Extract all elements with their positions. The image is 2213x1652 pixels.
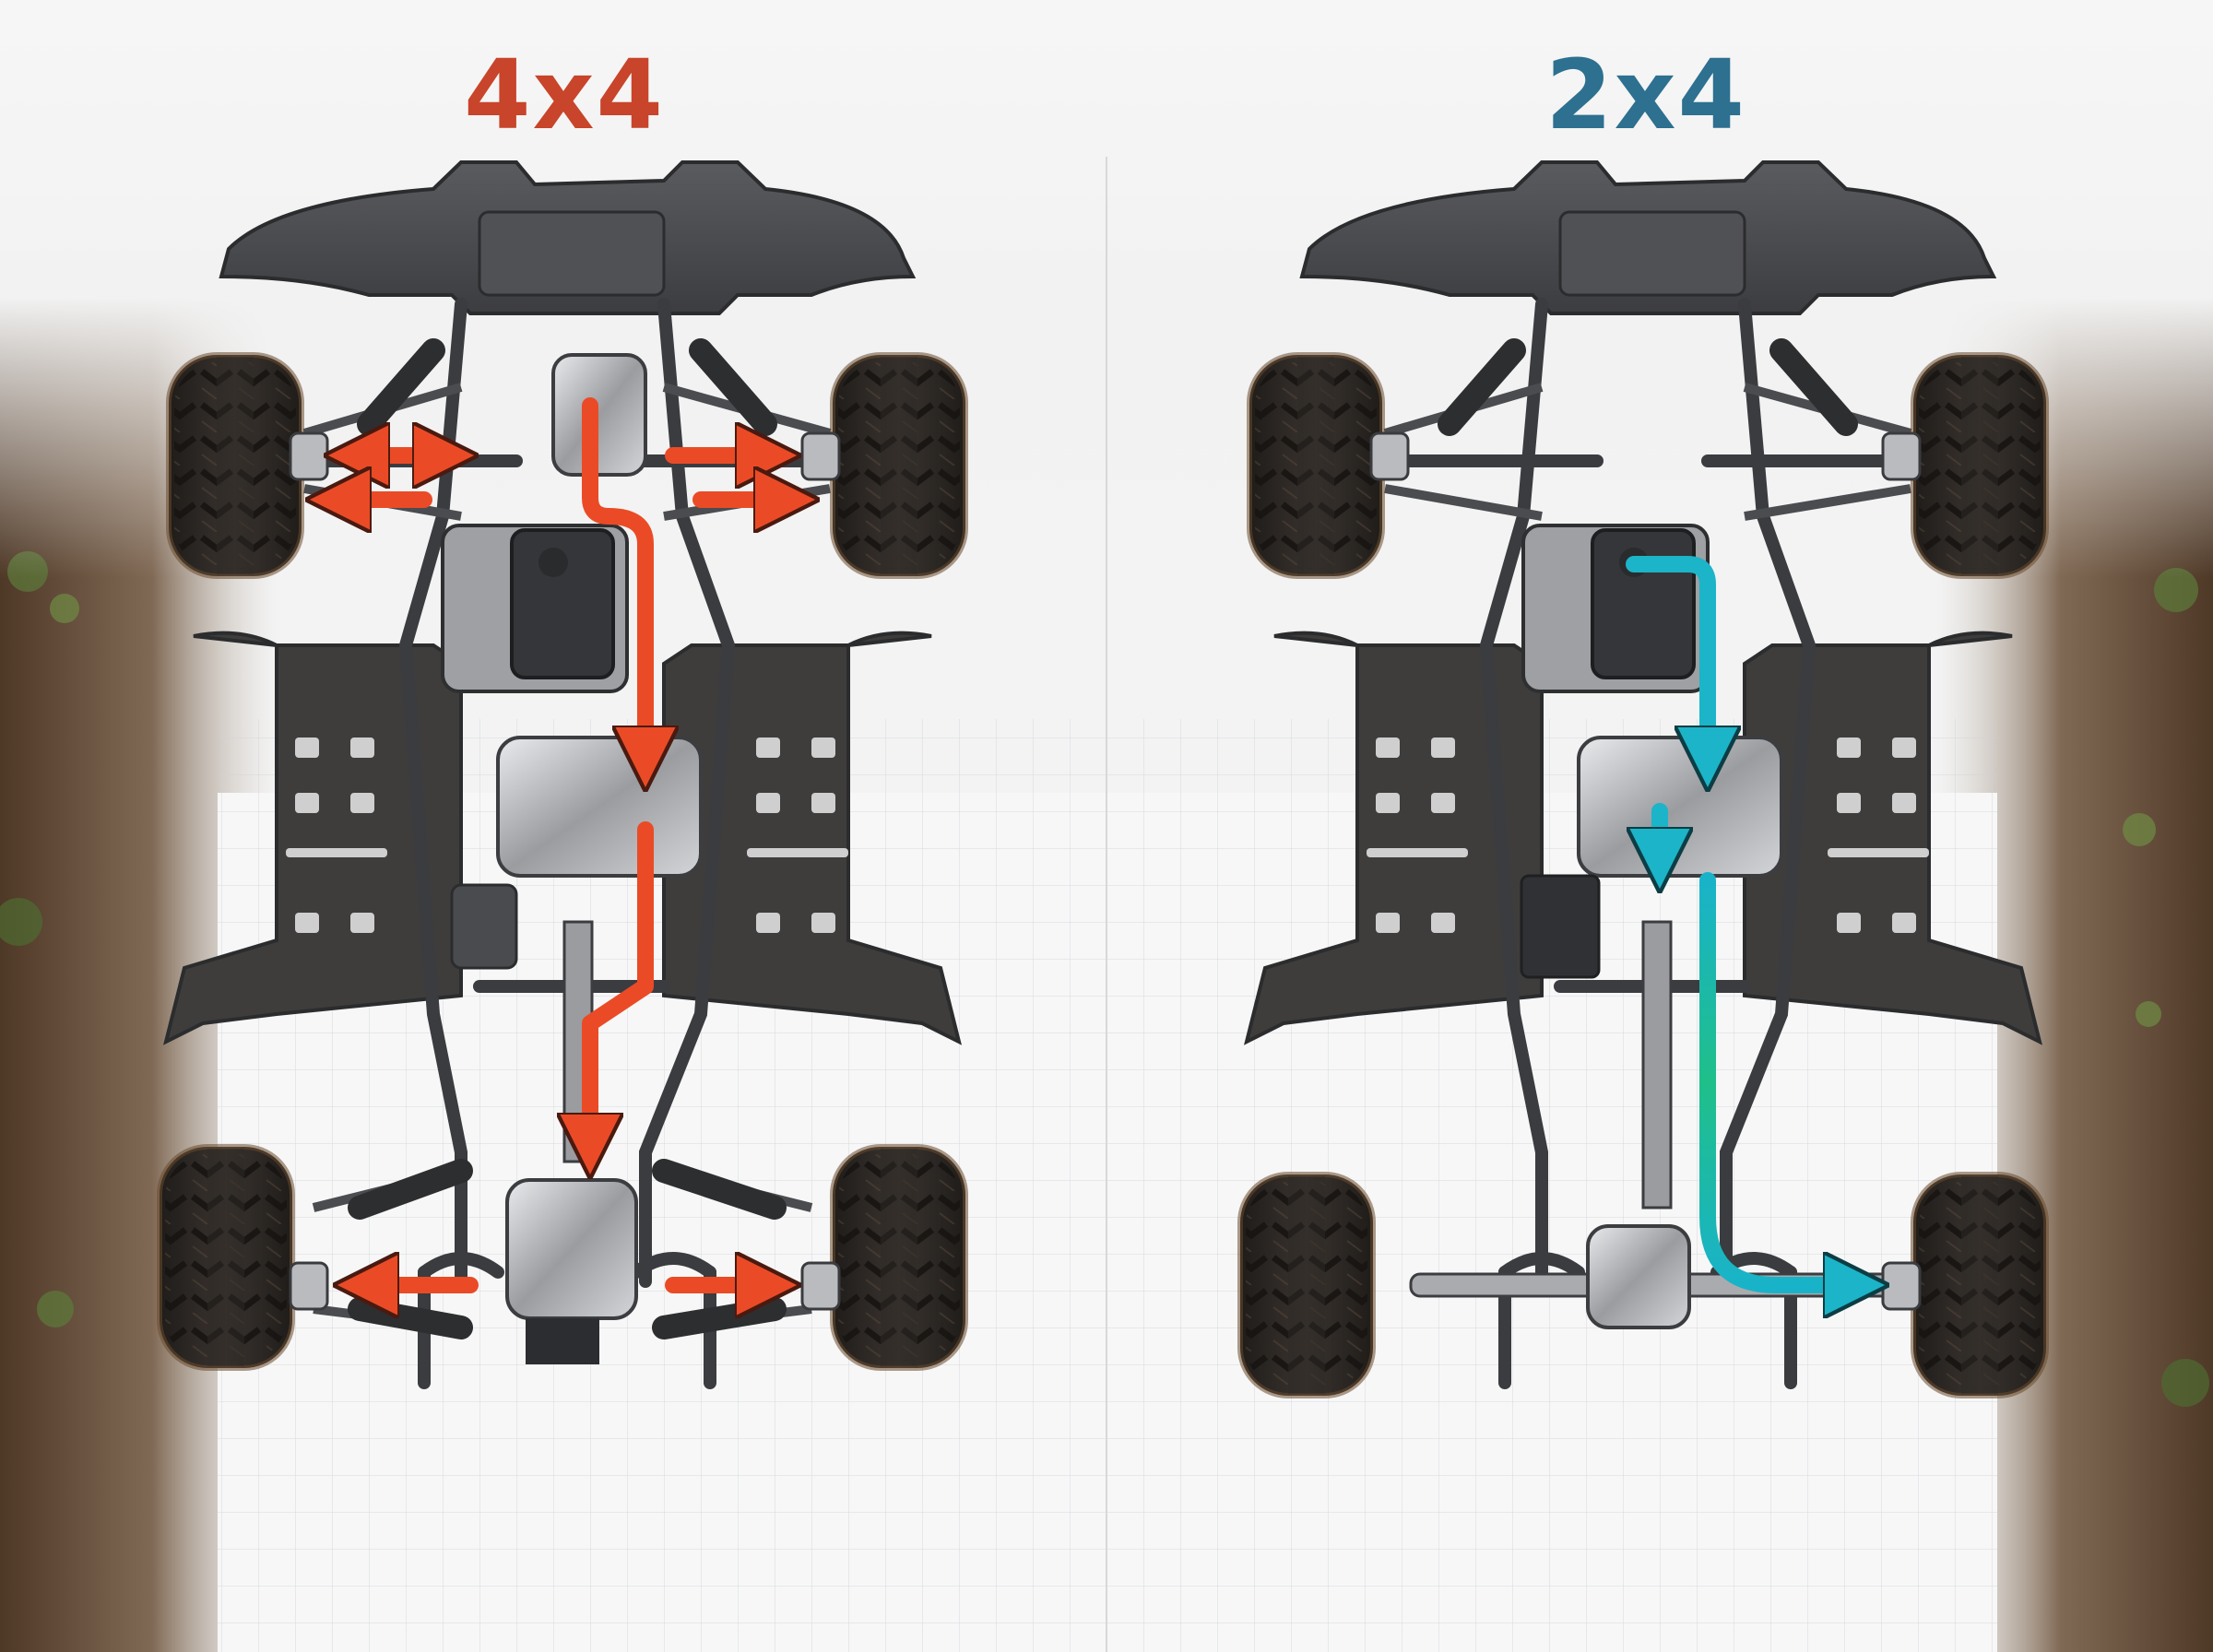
atv-chassis-2x4 bbox=[1240, 160, 2046, 1396]
tire-front-right-4x4 bbox=[833, 355, 965, 576]
tire-rear-left-2x4 bbox=[1240, 1174, 1373, 1396]
power-flow-arrow bbox=[1699, 872, 1863, 1285]
panel-title-2x4: 2x4 bbox=[1545, 39, 1746, 151]
front-differential-4x4 bbox=[551, 353, 647, 477]
power-flow-arrow bbox=[590, 821, 654, 1152]
rear-differential-2x4 bbox=[1586, 1224, 1691, 1329]
transmission-4x4 bbox=[496, 736, 703, 878]
transmission-2x4 bbox=[1577, 736, 1783, 878]
tire-rear-right-4x4 bbox=[833, 1147, 965, 1368]
tire-front-right-2x4 bbox=[1913, 355, 2046, 576]
tire-front-left-4x4 bbox=[169, 355, 302, 576]
power-flow-arrow bbox=[1626, 556, 1708, 765]
tire-rear-left-4x4 bbox=[160, 1147, 292, 1368]
tire-front-left-2x4 bbox=[1249, 355, 1382, 576]
power-flow-2x4 bbox=[1626, 556, 1863, 1285]
power-flow-4x4 bbox=[332, 397, 793, 1285]
power-flow-arrow bbox=[582, 397, 645, 765]
rear-differential-4x4 bbox=[505, 1178, 638, 1320]
panel-title-4x4: 4x4 bbox=[464, 39, 665, 151]
tire-rear-right-2x4 bbox=[1913, 1174, 2046, 1396]
